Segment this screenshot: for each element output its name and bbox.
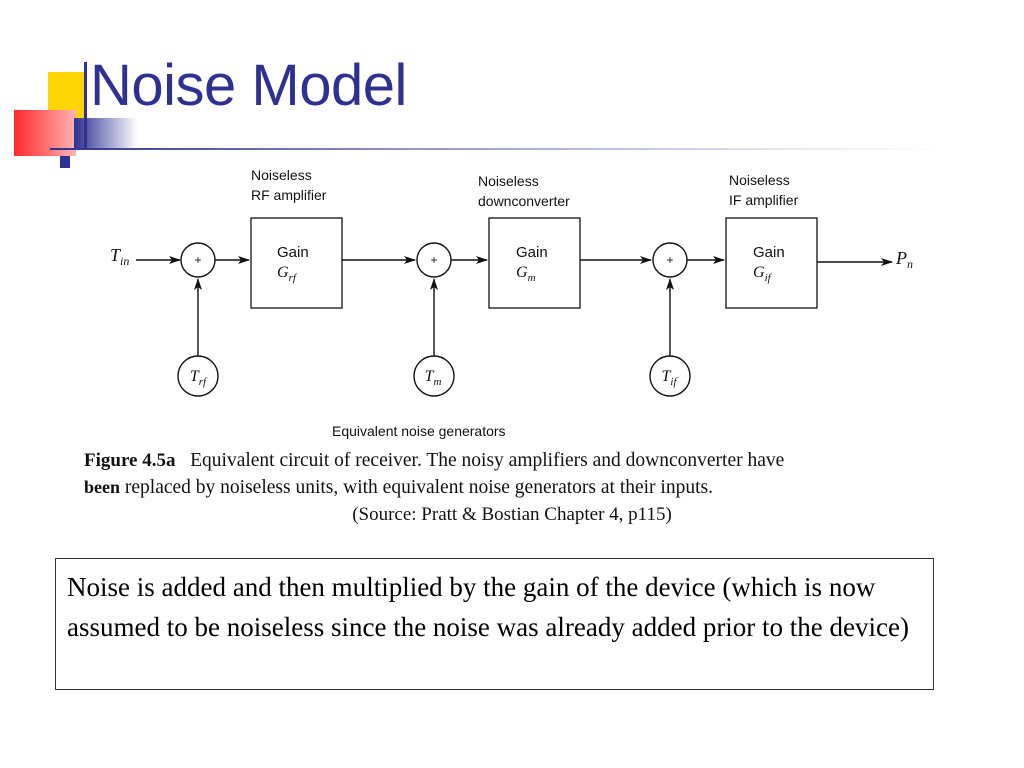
receiver-noise-diagram: Tin + Gain Grf Noiseless RF amplifier Tr… (110, 167, 913, 439)
rf-gain-label: Gain (277, 244, 309, 261)
rf-gain-symbol: Grf (277, 264, 298, 284)
noise-generator-if-label: Tif (661, 368, 678, 388)
noise-generator-rf (177, 355, 219, 397)
summer-3-plus: + (666, 253, 673, 267)
dc-caption-line1: Noiseless (478, 173, 539, 189)
page-title: Noise Model (90, 53, 407, 118)
figure-number: Figure 4.5a (84, 450, 176, 471)
rf-caption-line2: RF amplifier (251, 187, 327, 203)
noise-generator-m (413, 355, 455, 397)
m-gain-label: Gain (516, 244, 548, 261)
m-gain-symbol: Gm (516, 264, 536, 284)
figure-caption-line1: Figure 4.5a Equivalent circuit of receiv… (84, 450, 784, 472)
title-divider (50, 148, 940, 150)
summer-2-plus: + (430, 253, 437, 267)
noise-generator-if (649, 355, 691, 397)
logo-vertical-bar (84, 62, 87, 148)
figure-caption-text2: replaced by noiseless units, with equiva… (124, 477, 713, 498)
if-amplifier-block (725, 217, 818, 309)
summer-1-plus: + (194, 253, 201, 267)
if-caption-line2: IF amplifier (729, 192, 799, 208)
if-gain-symbol: Gif (753, 264, 773, 284)
if-gain-label: Gain (753, 244, 785, 261)
rf-caption-line1: Noiseless (251, 167, 312, 183)
generators-caption: Equivalent noise generators (332, 423, 506, 439)
rf-amplifier-block (250, 217, 343, 309)
output-label: Pn (895, 248, 913, 271)
figure-caption-lead: been (84, 477, 120, 497)
downconverter-block (488, 217, 581, 309)
noise-generator-m-label: Tm (425, 368, 442, 388)
logo-small-square (60, 156, 70, 168)
figure-source: (Source: Pratt & Bostian Chapter 4, p115… (352, 504, 672, 525)
note-text: Noise is added and then multiplied by th… (67, 572, 909, 642)
figure-caption-text1: Equivalent circuit of receiver. The nois… (190, 450, 785, 471)
figure-caption-line2: been replaced by noiseless units, with e… (84, 477, 713, 499)
note-box: Noise is added and then multiplied by th… (55, 558, 934, 690)
dc-caption-line2: downconverter (478, 193, 570, 209)
input-label: Tin (110, 245, 129, 268)
noise-generator-rf-label: Trf (190, 368, 208, 388)
if-caption-line1: Noiseless (729, 172, 790, 188)
